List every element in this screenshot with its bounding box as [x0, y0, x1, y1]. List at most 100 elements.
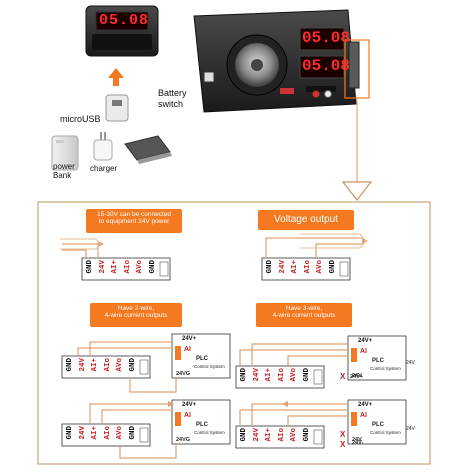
wire: [287, 355, 348, 366]
plc-3wire-b-control-system: Control System: [370, 430, 401, 435]
x-mark-a: X: [340, 372, 346, 381]
micro-usb-label: microUSB: [60, 114, 101, 124]
terminal-gnd: GND: [66, 358, 74, 372]
terminal-ai-plus: AI+: [265, 368, 273, 382]
plc-2wire-b-24vg: 24VG: [176, 437, 191, 443]
wire: [119, 444, 177, 459]
plc-3wire-a-ai: AI: [360, 348, 367, 355]
power-arrow: [60, 238, 101, 250]
plc-3wire-b-24v-minus: 24V-: [352, 440, 364, 446]
strip-2wire-b: [61, 423, 151, 447]
side-label-24v-a: 24V: [406, 360, 415, 366]
callout-voltage-output: Voltage output: [258, 210, 354, 230]
small-device: [85, 5, 159, 57]
wire: [239, 349, 348, 366]
terminal-gnd: GND: [128, 358, 137, 372]
terminal-gnd: GND: [148, 260, 157, 274]
wire-arrow: [98, 241, 104, 247]
terminal-avo: AVo: [136, 260, 144, 274]
plc-3wire-a: [347, 335, 407, 381]
terminal-avo: AVo: [116, 426, 124, 440]
plc-2wire-b-control-system: Control System: [194, 430, 225, 435]
terminal-ai-plus: AI+: [265, 428, 273, 442]
terminal-24v: 24V: [78, 426, 87, 440]
plc-2wire-a-resistor: [175, 346, 181, 360]
x-mark-c: X: [340, 440, 346, 449]
output-arrow: [300, 233, 367, 249]
plc-2wire-a-plc: PLC: [196, 356, 208, 362]
terminal-gnd: GND: [66, 426, 74, 440]
charger-label: charger: [90, 164, 118, 173]
terminal-24v: 24V: [252, 368, 261, 382]
plc-3wire-b-plc: PLC: [372, 422, 384, 428]
power-bank-label: power Bank: [53, 162, 75, 180]
usb-port: [105, 68, 129, 122]
terminal-gnd: GND: [266, 260, 274, 274]
terminal-gnd: GND: [128, 426, 137, 440]
callout-power-input: 15-30V can be connected to equipment 24V…: [86, 209, 182, 233]
plc-3wire-a-control-system: Control System: [370, 366, 401, 371]
wire-arrow: [362, 238, 368, 244]
plc-3wire-a-plc: PLC: [372, 358, 384, 364]
battery-switch-label: Battery switch: [158, 88, 187, 109]
terminal-gnd: GND: [86, 260, 94, 274]
large-display-readout-bottom: 05.08: [302, 57, 351, 75]
plc-3wire-b-ai: AI: [360, 412, 367, 419]
terminal-ai-plus: AI+: [91, 358, 99, 372]
wire: [101, 409, 172, 424]
wire: [89, 403, 172, 424]
plc-2wire-a-ai: AI: [184, 346, 191, 353]
laptop-image: [124, 135, 172, 164]
wire: [315, 243, 362, 258]
plc-3wire-b-resistor: [351, 412, 357, 426]
frame: [37, 201, 431, 465]
terminal-gnd: GND: [302, 368, 311, 382]
terminal-aio: AIo: [303, 260, 312, 274]
callout-3wire: Have 3-wire, 4-wire current outputs: [256, 303, 352, 327]
terminal-gnd: GND: [302, 428, 311, 442]
wire: [129, 378, 177, 393]
plc-3wire-b-24vg: 24V: [352, 437, 362, 443]
large-display-readout-top: 05.08: [302, 29, 351, 47]
plc-3wire-a-24v-plus: 24V+: [358, 338, 373, 344]
small-display-readout: 05.08: [99, 12, 150, 29]
terminal-24v: 24V: [78, 358, 87, 372]
side-label-24v-b: 24V: [406, 426, 415, 432]
strip-3wire-b-end: [313, 429, 323, 445]
strip-3wire-a-end: [313, 369, 323, 385]
strip-voltage: [261, 257, 351, 281]
wire: [89, 341, 172, 356]
plc-2wire-a-control-system: Control System: [194, 364, 225, 369]
plc-2wire-b-plc: PLC: [196, 422, 208, 428]
down-arrow: [341, 181, 373, 201]
strip-3wire-b: [235, 425, 325, 449]
terminal-ai-plus: AI+: [111, 260, 119, 274]
strip-power-end: [159, 261, 169, 277]
plc-3wire-b: [347, 399, 407, 445]
plc-3wire-a-24v-plus-b: 24V+: [350, 374, 363, 380]
terminal-aio: AIo: [123, 260, 132, 274]
terminal-24v: 24V: [252, 428, 261, 442]
wire: [287, 415, 348, 426]
terminal-24v: 24V: [98, 260, 107, 274]
strip-2wire-a: [61, 355, 151, 379]
terminal-aio: AIo: [277, 368, 286, 382]
wire: [62, 243, 99, 258]
wire: [77, 347, 172, 356]
plc-3wire-a-24vg: 24V: [352, 373, 362, 379]
terminal-24v: 24V: [278, 260, 287, 274]
terminal-avo: AVo: [290, 368, 298, 382]
terminal-gnd: GND: [240, 428, 248, 442]
strip-voltage-end: [339, 261, 349, 277]
plc-2wire-b-24v-plus: 24V+: [182, 402, 197, 408]
strip-3wire-a: [235, 365, 325, 389]
terminal-avo: AVo: [116, 358, 124, 372]
terminal-avo: AVo: [316, 260, 324, 274]
wire-arrow: [282, 401, 288, 407]
strip-2wire-a-end: [139, 359, 149, 375]
terminal-aio: AIo: [103, 426, 112, 440]
plc-2wire-a-24v-plus: 24V+: [182, 336, 197, 342]
terminal-gnd: GND: [328, 260, 337, 274]
plc-2wire-b-ai: AI: [184, 412, 191, 419]
